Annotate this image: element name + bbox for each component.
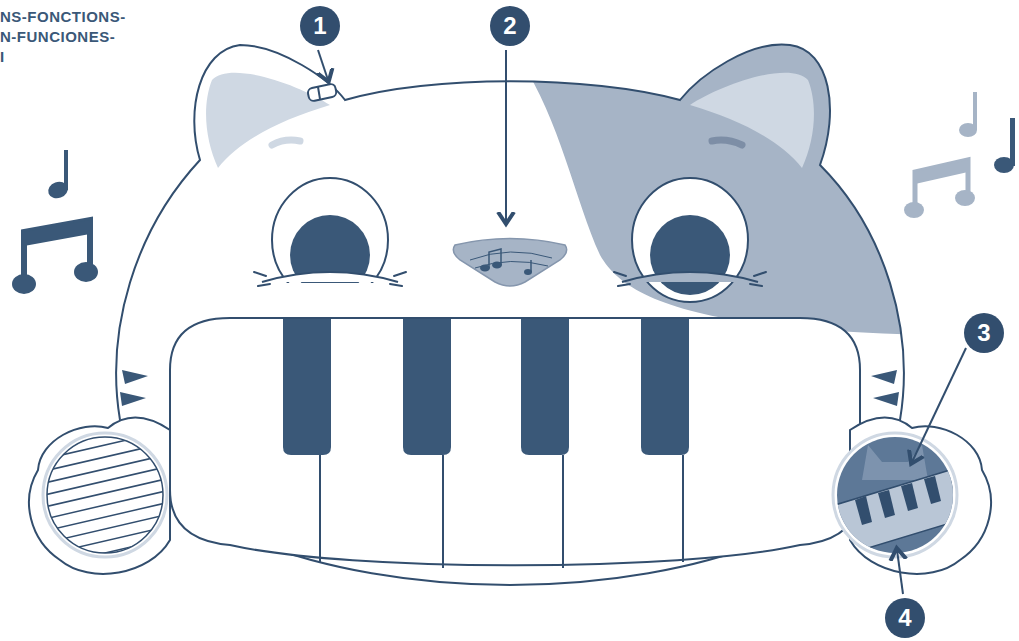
callout-number: 2 [490,6,530,46]
callout-number: 4 [885,598,925,638]
callout-number: 1 [300,6,340,46]
section-heading: I [0,48,5,65]
section-heading: N-FUNCIONES- [0,28,115,45]
callout-number: 3 [964,313,1004,353]
section-heading: NS-FONCTIONS- [0,8,126,25]
